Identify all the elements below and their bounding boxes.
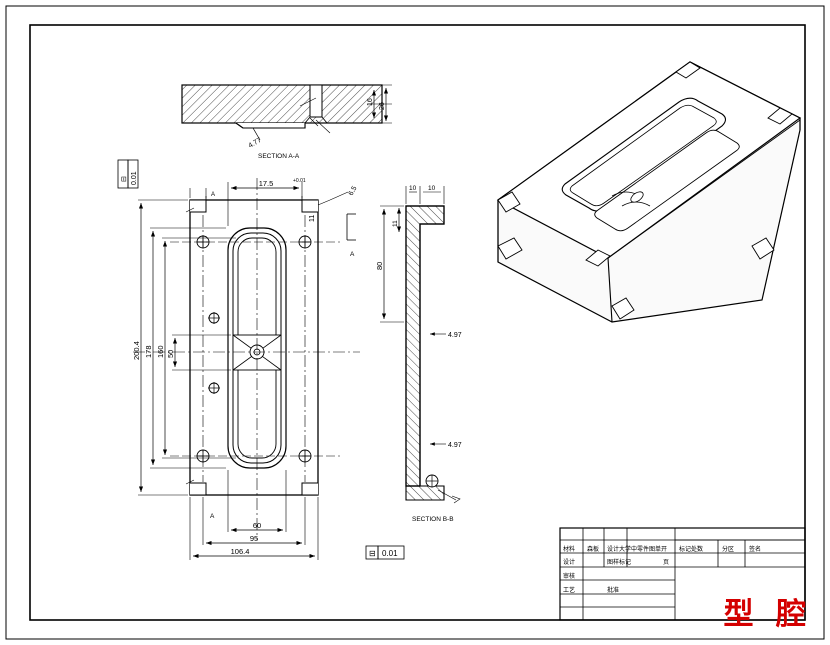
label-section-bb: SECTION B-B — [412, 516, 454, 523]
tolerance-symbol-1: ⊟ — [121, 176, 128, 182]
tolerance-value-1: 0.01 — [131, 171, 138, 185]
sheet-border — [5, 5, 825, 640]
dim-front-datum-a: A — [211, 192, 215, 198]
dim-aa-26: 26 — [379, 102, 386, 110]
dim-front-6-5: 6.5 — [348, 185, 359, 197]
dim-front-11: 11 — [309, 215, 316, 222]
dim-bb-11: 11 — [392, 220, 399, 227]
tb-cell-drawing-title: 设计大学中零件图 — [607, 545, 655, 553]
view-isometric — [496, 61, 802, 323]
tolerance-frame-bottom-right: ⊟ 0.01 — [365, 545, 405, 560]
dim-bb-r497-upper: 4.97 — [448, 332, 462, 339]
view-front-plate: 200.4 178 160 50 106.4 95 60 — [132, 178, 360, 560]
tb-cell-page-label: 页 — [663, 559, 669, 566]
view-section-aa: 16 26 4.77 SECTION A-A — [181, 84, 392, 160]
dim-bb-10b: 10 — [428, 185, 436, 192]
dim-bb-10a: 10 — [409, 185, 417, 192]
dim-front-17-5: 17.5 — [259, 179, 274, 188]
tolerance-symbol-2: ⊟ — [369, 549, 376, 558]
dim-aa-r477: 4.77 — [248, 137, 263, 150]
dim-bb-r497-lower: 4.97 — [448, 442, 462, 449]
tb-cell-review-label: 审核 — [563, 572, 575, 580]
title-block: 材料 森板 设计大学中零件图 单开 设计 图样标记 页 审核 工艺 批准 标记处… — [559, 527, 806, 621]
tb-right-header-0: 标记处数 — [679, 545, 703, 553]
dim-front-17-5-tol: +0.01 — [293, 178, 306, 184]
tb-cell-material-value: 森板 — [587, 545, 599, 553]
tb-right-header-1: 分区 — [722, 545, 734, 553]
dim-front-106-4: 106.4 — [231, 547, 250, 556]
tolerance-frame-top-left: ⊟ 0.01 — [117, 159, 139, 189]
tb-cell-process-label: 工艺 — [563, 586, 575, 594]
view-section-bb: 10 10 11 80 4.97 4.97 SECTION B-B — [375, 185, 462, 523]
dim-bb-80: 80 — [375, 262, 384, 270]
dim-aa-16: 16 — [367, 98, 374, 106]
tb-cell-approve-label: 批准 — [607, 586, 619, 594]
tb-cell-design-label: 设计 — [563, 558, 575, 566]
label-section-aa: SECTION A-A — [258, 153, 300, 160]
dim-front-50: 50 — [166, 350, 175, 358]
dim-front-95: 95 — [250, 534, 258, 543]
tb-cell-mark-label: 图样标记 — [607, 558, 631, 566]
dim-front-200-4: 200.4 — [132, 341, 141, 360]
section-arrow-label-a2: A — [210, 513, 215, 520]
tb-right-header-2: 签名 — [749, 545, 761, 553]
dim-front-60: 60 — [253, 521, 261, 530]
tolerance-value-2: 0.01 — [382, 549, 398, 558]
tb-cell-material-label: 材料 — [563, 545, 575, 553]
section-arrow-label-a: A — [350, 251, 355, 258]
tb-cell-sheet: 单开 — [655, 545, 667, 553]
title-stamp: 型 腔 — [723, 597, 812, 632]
dim-front-178: 178 — [144, 345, 153, 358]
dim-front-160: 160 — [156, 345, 165, 358]
